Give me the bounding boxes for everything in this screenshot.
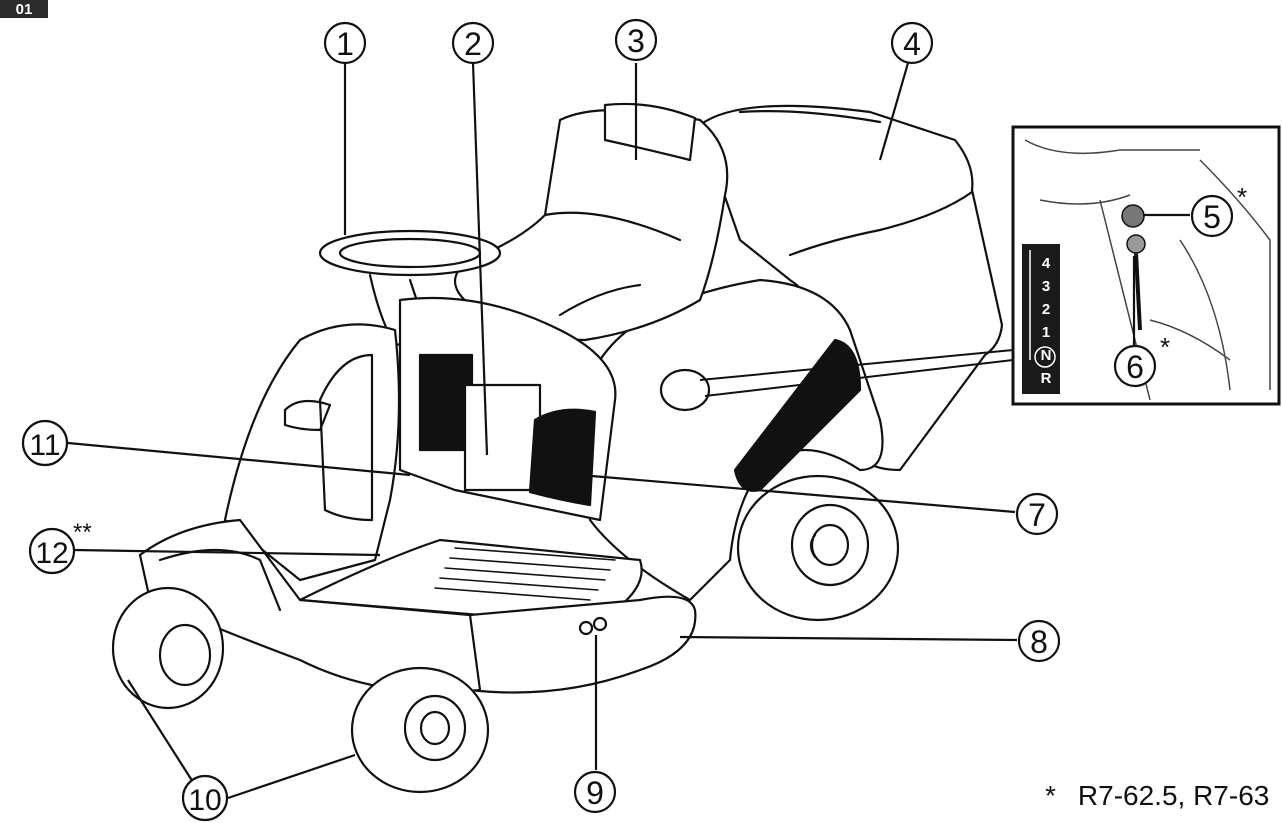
leader-lines [67,62,1190,800]
svg-text:12: 12 [35,537,68,570]
callout-2: 2 [451,21,495,65]
lever-knob-5 [1121,204,1145,228]
side-vent [733,338,862,492]
front-fender [223,323,401,582]
gear-label-3: 3 [1042,278,1050,295]
svg-text:5: 5 [1203,199,1221,235]
svg-text:4: 4 [903,26,921,62]
callout-8: 8 [1017,619,1061,663]
svg-text:1: 1 [336,26,354,62]
page-tag: 01 [0,0,48,18]
magnifier-bubble [659,368,711,412]
callout-9: 9 [573,770,617,814]
callout-10: 10 [181,774,229,822]
lever-knob-6 [1126,234,1146,254]
gear-label-R: R [1041,370,1052,387]
gear-scale-panel [1022,244,1060,394]
cutting-deck [468,595,697,694]
svg-text:**: ** [73,519,92,546]
gear-label-N: N [1041,347,1052,364]
steering-wheel [318,229,502,277]
svg-text:6: 6 [1126,349,1144,385]
footnote-text: R7-62.5, R7-63 [1077,780,1270,811]
callout-6: 6 * [1113,332,1170,388]
gear-scale-labels: 4 3 2 1NR [1041,255,1052,387]
gear-label-4: 4 [1042,255,1051,272]
svg-text:8: 8 [1030,624,1048,660]
gear-label-2: 2 [1042,301,1050,318]
callout-1: 1 [323,21,367,65]
grille-panel [463,383,542,492]
callout-4: 4 [890,21,934,65]
callout-5: 5 * [1190,182,1247,238]
footnote: * R7-62.5, R7-63 [1045,780,1269,812]
svg-text:3: 3 [627,23,645,59]
svg-text:11: 11 [29,429,60,462]
rear-body [588,278,884,602]
svg-text:10: 10 [188,784,221,817]
callout-11: 11 [21,419,69,467]
svg-text:2: 2 [464,26,482,62]
footnote-marker: * [1045,780,1056,811]
callout-3: 3 [614,18,658,62]
callout-7: 7 [1015,492,1059,536]
svg-text:*: * [1160,332,1170,362]
front-vent [528,408,597,507]
callout-12: 12 ** [28,519,92,575]
gear-label-1: 1 [1042,324,1050,341]
svg-text:7: 7 [1028,497,1046,533]
svg-text:9: 9 [586,775,604,811]
mower-drawing [111,102,1004,794]
svg-text:*: * [1237,182,1247,212]
